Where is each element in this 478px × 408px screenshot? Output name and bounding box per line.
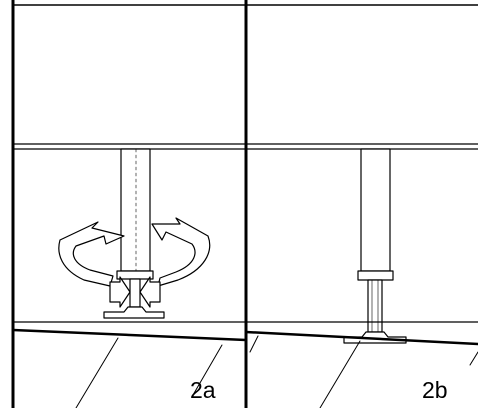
- panel-label-2a: 2a: [190, 377, 216, 403]
- floor-hatch: [249, 335, 259, 353]
- panel-label-2b: 2b: [422, 377, 448, 403]
- panel-2b: 2b: [244, 4, 478, 408]
- floor-hatch: [192, 344, 223, 396]
- inward-pointing-arrows-icon: [109, 276, 161, 308]
- adjusted-leg: [343, 148, 407, 344]
- floor-hatch: [319, 340, 361, 408]
- floor-hatch: [469, 351, 478, 366]
- panel-2a: 2a: [11, 0, 248, 408]
- leg-foot: [103, 306, 165, 319]
- floor-line: [11, 328, 248, 342]
- floor-line: [244, 330, 478, 346]
- floor-hatch: [75, 337, 119, 408]
